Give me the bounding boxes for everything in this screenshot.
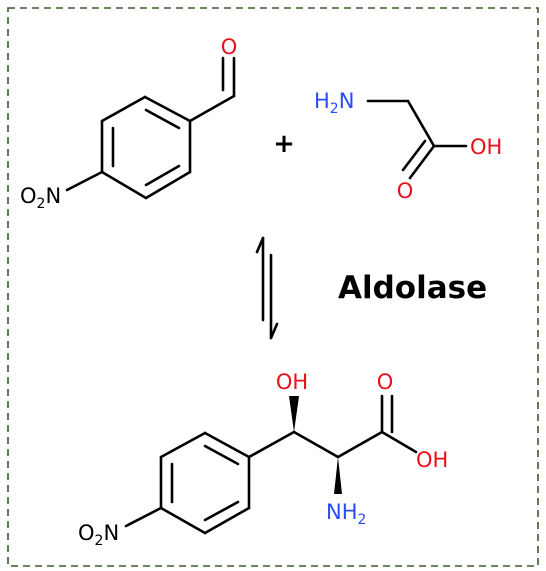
product-acid-hydroxyl-label: OH	[416, 448, 448, 472]
product-hydroxyl-label: OH	[276, 370, 308, 394]
amine-h-text: H	[314, 89, 330, 113]
product-amine-label: NH2	[326, 500, 366, 528]
nitro-nitrogen-text: N	[45, 184, 61, 208]
glycine-molecule: H2N OH O	[314, 89, 502, 203]
product-nitro-label: O2N	[78, 521, 119, 549]
glycine-hydroxyl-label: OH	[470, 135, 502, 159]
product-nitro-oxygen-text: O	[78, 521, 95, 545]
product-carbonyl-oxygen-label: O	[377, 370, 394, 394]
dashed-frame	[7, 7, 539, 567]
aldehyde-oxygen-label: O	[221, 35, 238, 59]
nitro-group: O2N	[20, 170, 104, 212]
aldehyde-group: O	[188, 35, 238, 123]
benzene-ring	[100, 95, 192, 200]
nitro-oxygen-text: O	[20, 184, 37, 208]
wedge-bond-amine	[334, 457, 342, 494]
glycine-amine-label: H2N	[314, 89, 354, 117]
product-side-chain: OH NH2 O OH	[247, 370, 448, 528]
nitrobenzaldehyde-molecule: O O2N	[20, 35, 237, 212]
product-nitro-group: O2N	[78, 506, 163, 549]
product-amine-text: NH	[326, 500, 358, 524]
product-amine-subscript: 2	[358, 512, 367, 528]
enzyme-label: Aldolase	[338, 270, 487, 306]
product-nitro-subscript: 2	[95, 533, 104, 549]
product-molecule: O2N OH NH2 O OH	[78, 370, 448, 549]
amine-subscript: 2	[330, 101, 339, 117]
wedge-bond-hydroxyl	[289, 396, 299, 432]
plus-sign: +	[273, 129, 295, 159]
glycine-carbonyl-oxygen-label: O	[397, 179, 414, 203]
equilibrium-arrow	[255, 236, 279, 340]
product-nitro-nitrogen-text: N	[103, 521, 119, 545]
nitro-subscript: 2	[37, 196, 46, 212]
nitro-label: O2N	[20, 184, 61, 212]
amine-n-text: N	[339, 89, 355, 113]
product-benzene-ring	[159, 431, 251, 535]
